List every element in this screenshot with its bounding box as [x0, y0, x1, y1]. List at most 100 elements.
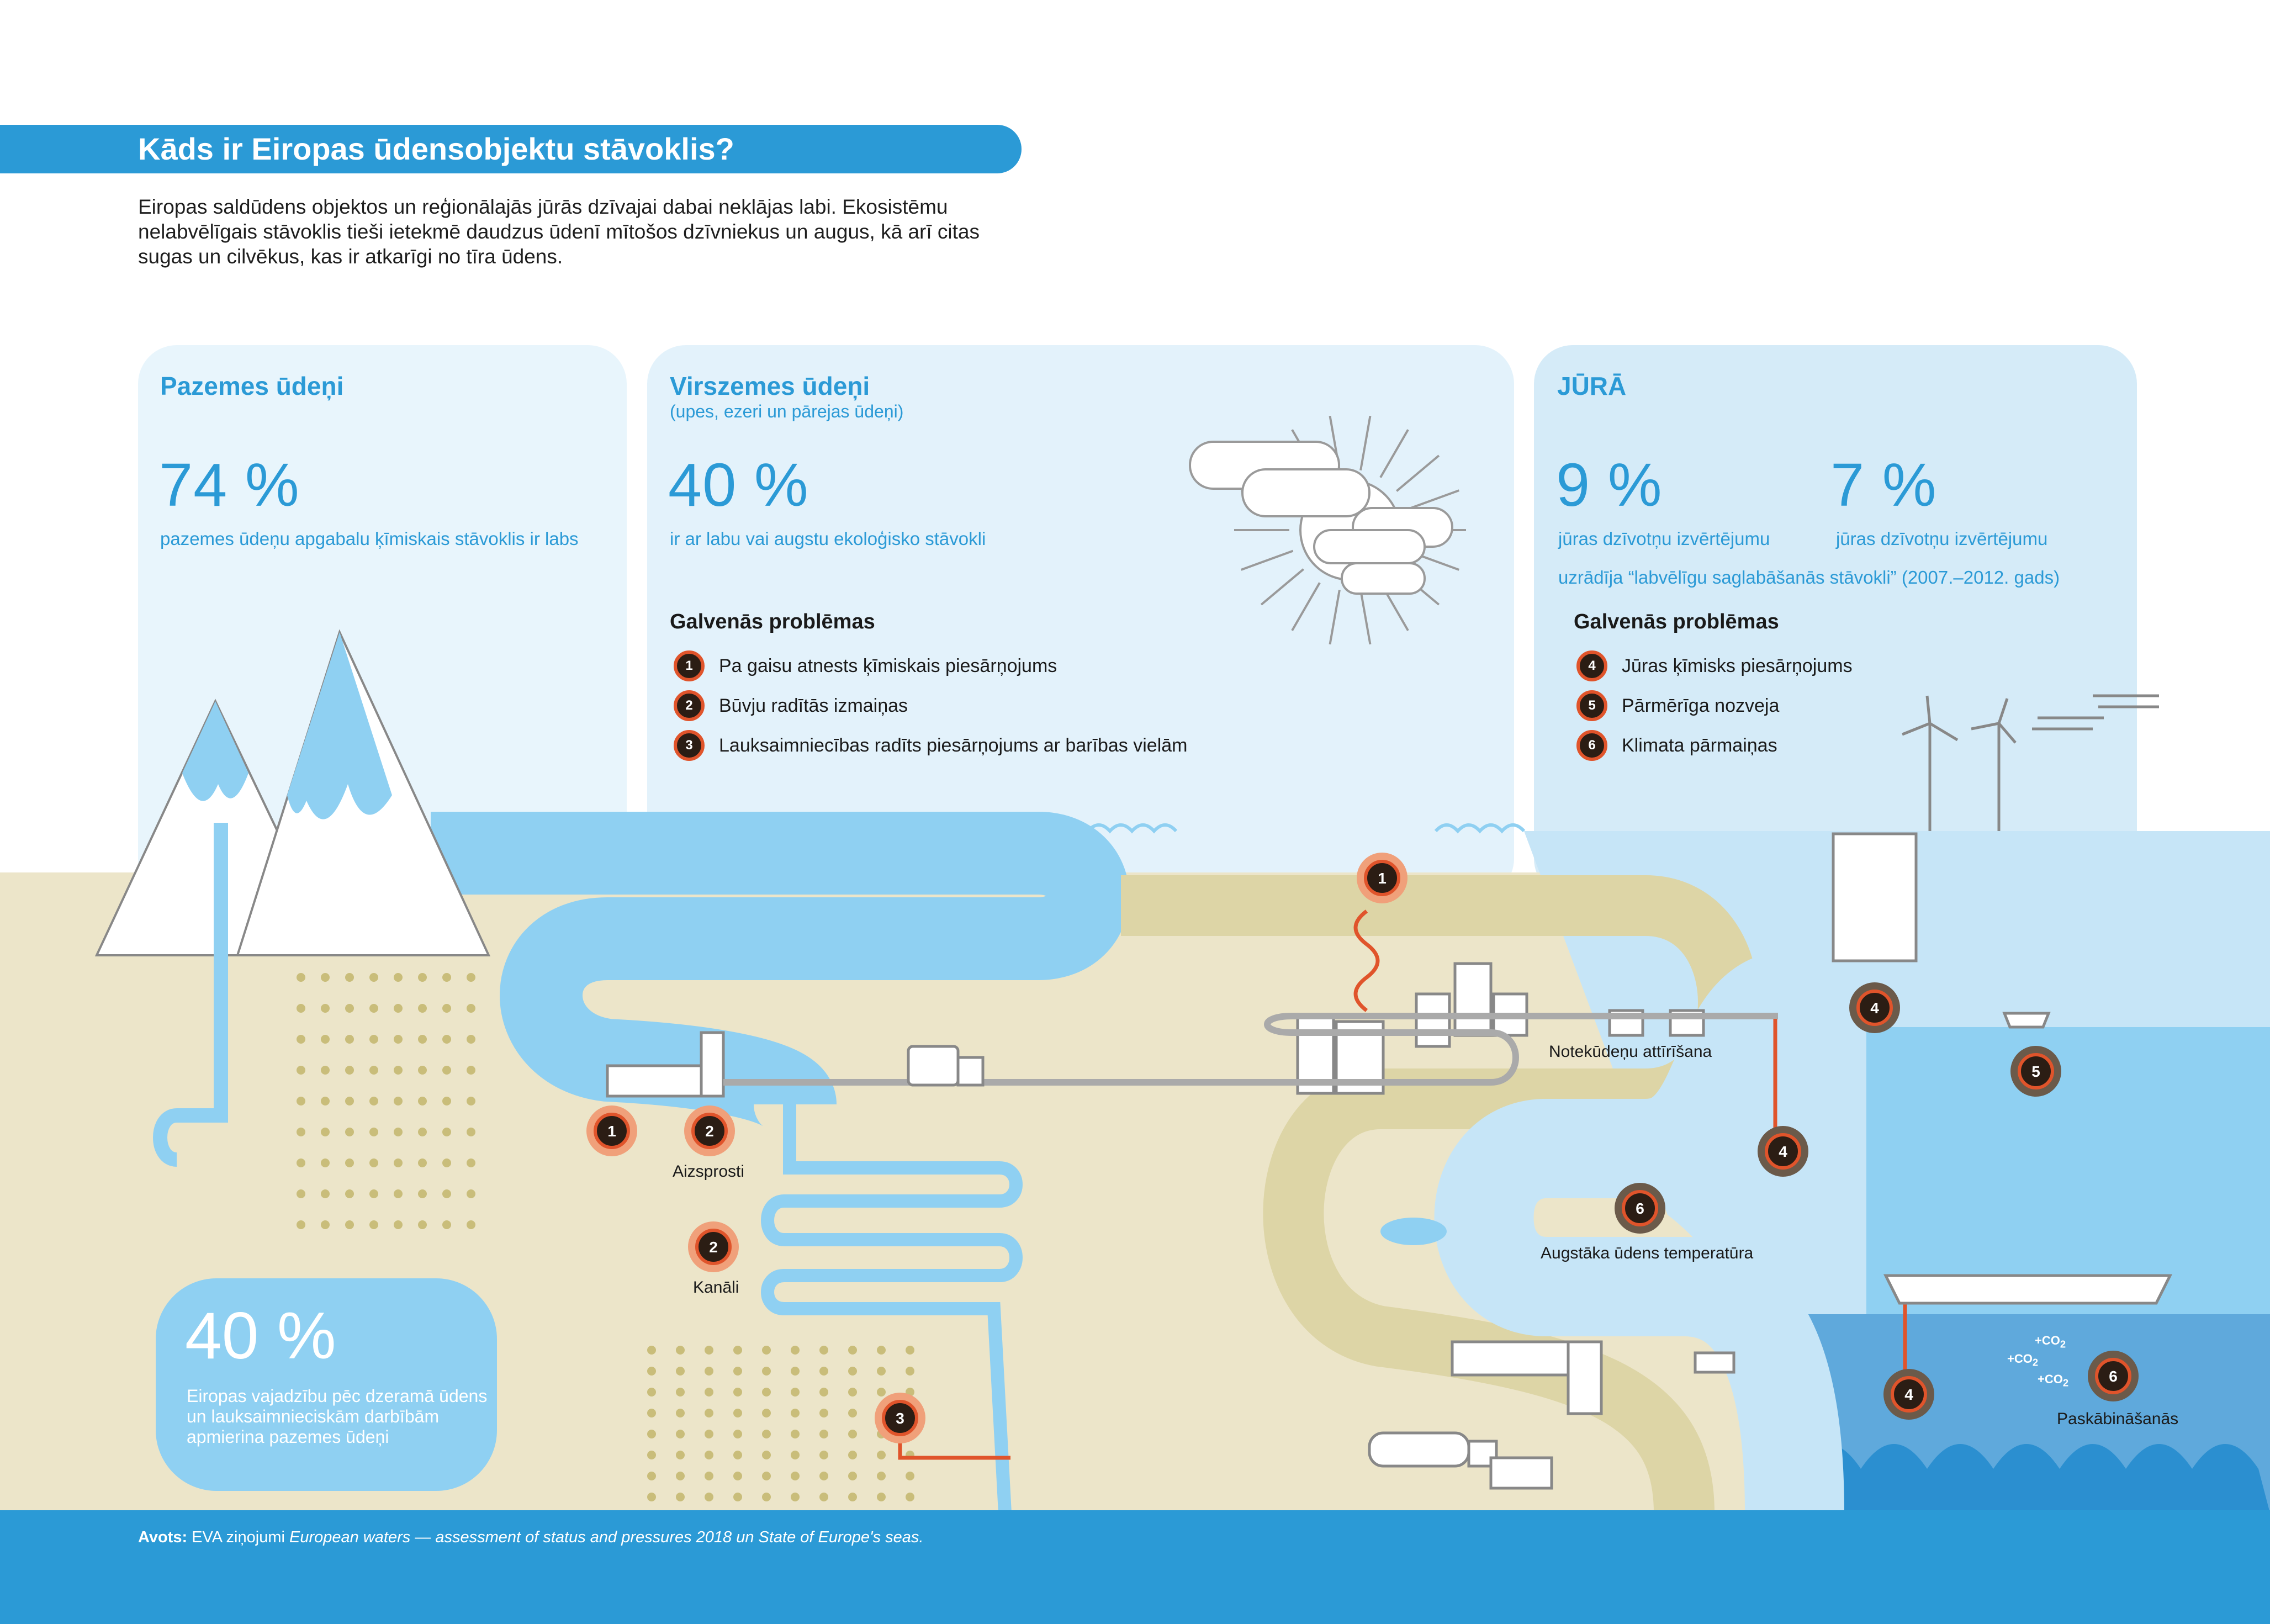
dot [733, 1367, 742, 1376]
dot [442, 1220, 451, 1229]
groundwater-usage-description: Eiropas vajadzību pēc dzeramā ūdens un l… [187, 1386, 488, 1447]
dot [762, 1493, 771, 1501]
marker-number: 1 [1378, 870, 1387, 887]
dot [819, 1472, 828, 1480]
dot [321, 1035, 330, 1044]
dot [733, 1430, 742, 1438]
dot [345, 1220, 354, 1229]
dot [369, 1128, 378, 1136]
dot [321, 1128, 330, 1136]
dot [418, 1220, 427, 1229]
dot [369, 1004, 378, 1013]
dot [345, 1066, 354, 1075]
problem-number-badge: 4 [1576, 650, 1607, 681]
dot [647, 1409, 656, 1417]
dot [819, 1409, 828, 1417]
dot [848, 1409, 857, 1417]
dot [676, 1388, 685, 1396]
dot [442, 1066, 451, 1075]
dot [369, 973, 378, 982]
dot [848, 1367, 857, 1376]
dot [733, 1388, 742, 1396]
dot [762, 1346, 771, 1355]
dot [705, 1409, 713, 1417]
dot [345, 1097, 354, 1105]
dot [297, 1035, 305, 1044]
dot [297, 973, 305, 982]
marker-number: 1 [607, 1123, 616, 1140]
marker-number: 2 [705, 1123, 714, 1140]
groundwater-description: pazemes ūdeņu apgabalu ķīmiskais stāvokl… [160, 528, 579, 549]
dot [848, 1493, 857, 1501]
surface-title: Virszemes ūdeņi [670, 372, 870, 400]
dot [762, 1451, 771, 1459]
dot [848, 1388, 857, 1396]
dot [819, 1493, 828, 1501]
dot [705, 1451, 713, 1459]
dot [369, 1159, 378, 1167]
marker-number: 6 [1636, 1200, 1644, 1217]
aquifer-dots [297, 973, 475, 1229]
dot [442, 973, 451, 982]
dot [418, 973, 427, 982]
marker-number: 6 [2109, 1368, 2118, 1385]
marker-number: 2 [709, 1239, 718, 1256]
co2-label-2: +CO2 [2007, 1352, 2039, 1368]
dot [467, 1035, 475, 1044]
dot [647, 1472, 656, 1480]
groundwater-title: Pazemes ūdeņi [160, 372, 344, 400]
dot [733, 1409, 742, 1417]
wind-turbines [1902, 694, 2159, 831]
dot [467, 1220, 475, 1229]
dot [791, 1367, 800, 1376]
marker-number: 4 [1779, 1143, 1787, 1160]
dot [819, 1367, 828, 1376]
pollution-lines [898, 909, 1907, 1460]
dot [394, 1159, 403, 1167]
dot [906, 1472, 914, 1480]
label-canals: Kanāli [693, 1278, 739, 1297]
mountain-snow [182, 632, 392, 819]
sea-description-common: uzrādīja “labvēlīgu saglabāšanās stāvokl… [1558, 567, 2060, 588]
sea-waves [1795, 1444, 2270, 1513]
groundwater-card [138, 345, 627, 897]
dot [705, 1346, 713, 1355]
sun-ray [1379, 429, 1409, 478]
dot [467, 1189, 475, 1198]
dot [762, 1388, 771, 1396]
sun-ray [1359, 589, 1372, 645]
dot [676, 1367, 685, 1376]
problem-label: Būvju radītās izmaiņas [719, 695, 908, 716]
dot [418, 1128, 427, 1136]
dot [394, 973, 403, 982]
swimming-pond [1380, 1218, 1447, 1245]
dot [733, 1451, 742, 1459]
groundwater-percent: 74 % [159, 451, 300, 519]
dot [297, 1004, 305, 1013]
problem-marker-2: 2 [688, 1221, 739, 1272]
dot [791, 1409, 800, 1417]
label-temperature: Augstāka ūdens temperatūra [1541, 1244, 1754, 1262]
dot [418, 1066, 427, 1075]
sea-description-a: jūras dzīvotņu izvērtējumu [1558, 528, 1770, 549]
sea-problems-title: Galvenās problēmas [1574, 610, 1779, 633]
surface-percent: 40 % [668, 451, 809, 519]
marker-number: 5 [2031, 1063, 2040, 1080]
sun-ray [1240, 549, 1294, 571]
sun-ray [1359, 415, 1372, 471]
dot [345, 1189, 354, 1198]
dot [394, 1035, 403, 1044]
dot [369, 1220, 378, 1229]
dot [906, 1367, 914, 1376]
dot [442, 1004, 451, 1013]
problem-marker-4: 4 [1883, 1369, 1934, 1420]
dot [321, 1159, 330, 1167]
dot [345, 1159, 354, 1167]
problem-marker-1: 1 [1357, 853, 1407, 903]
intro-paragraph: Eiropas saldūdens objektos un reģionālaj… [138, 195, 980, 268]
sun-ray [1395, 454, 1440, 492]
dot [819, 1388, 828, 1396]
sea-card [1534, 345, 2137, 897]
dot [762, 1430, 771, 1438]
